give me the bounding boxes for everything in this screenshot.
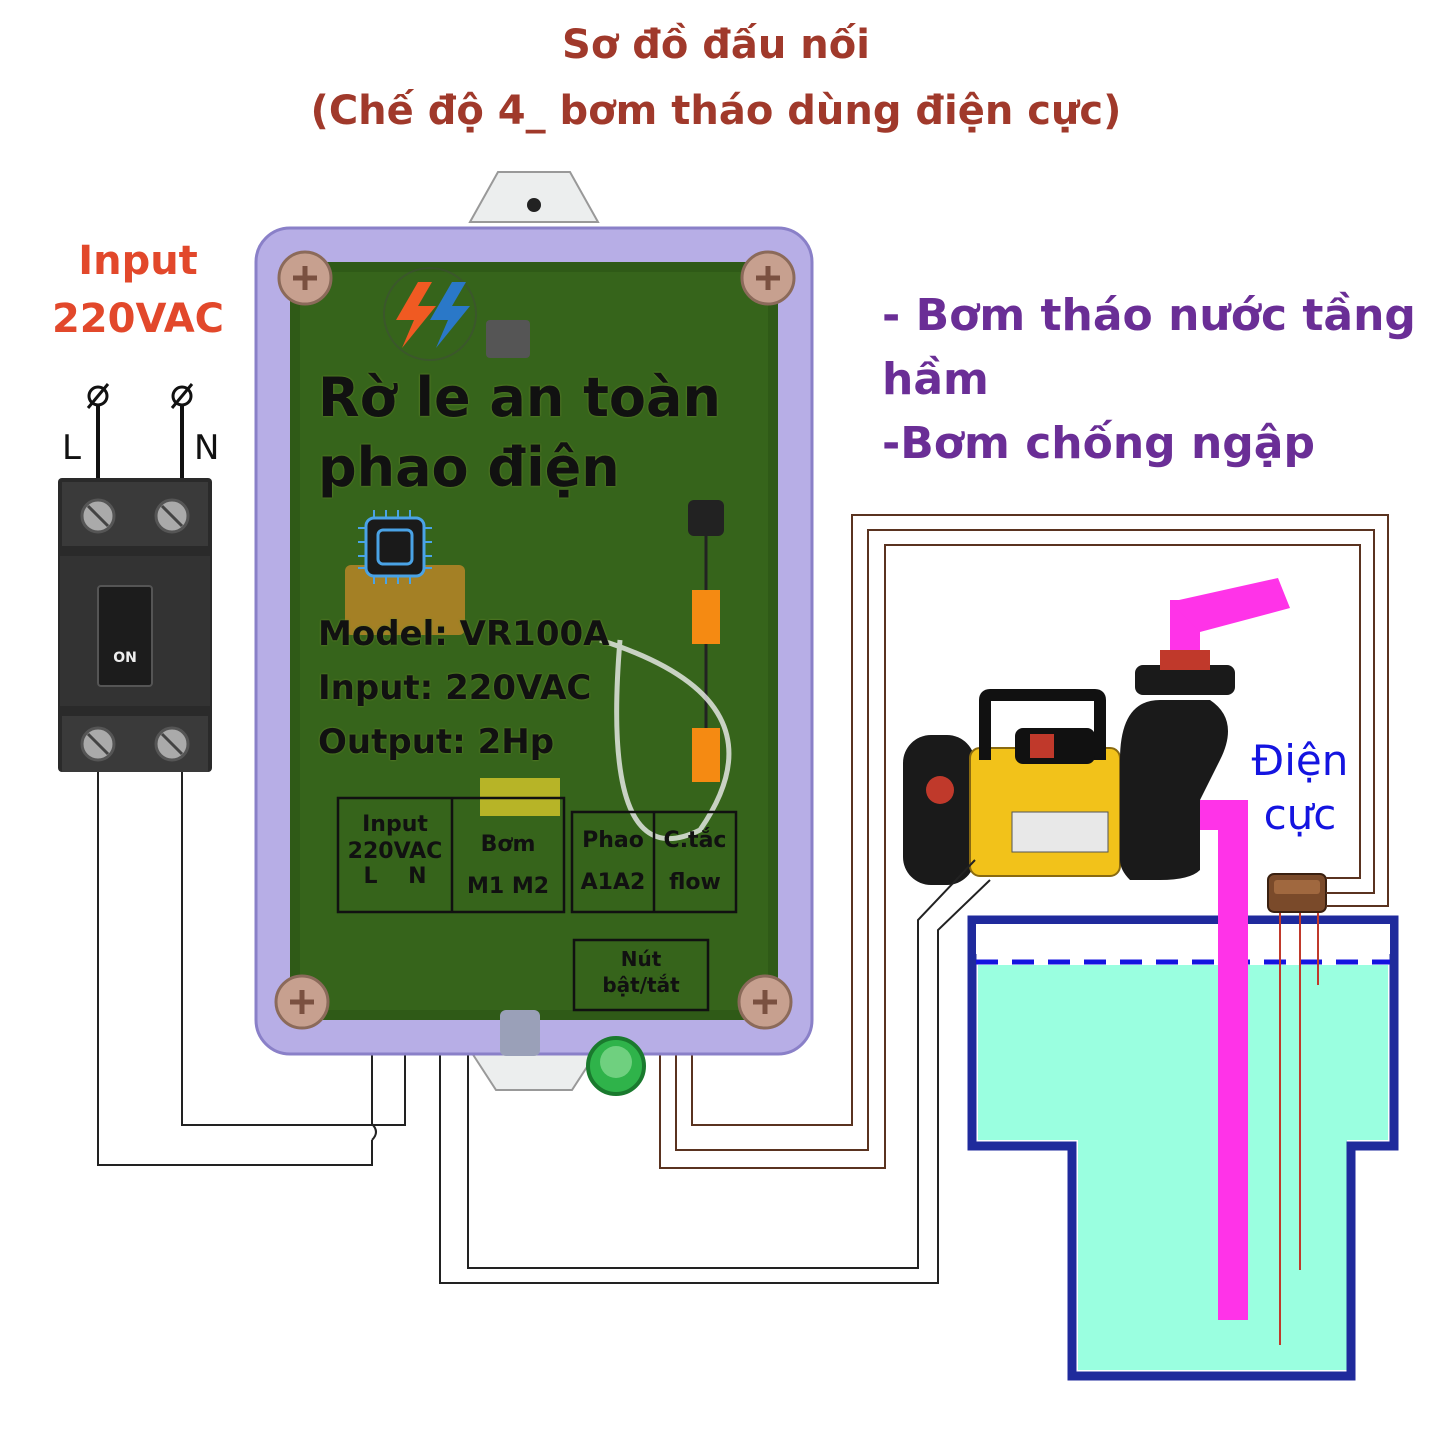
antenna-module [688, 500, 724, 536]
device-output: Output: 2Hp [318, 722, 555, 762]
water [978, 965, 1388, 1370]
pump-housing [1120, 700, 1228, 880]
discharge-pipe-elbow [1170, 578, 1290, 632]
wires-electrode [659, 514, 1389, 1169]
electrode-label-line2: cực [1263, 790, 1337, 839]
breaker-terminal-l: L [62, 428, 81, 468]
terminal-float-label: Phao A1A2 [572, 826, 654, 898]
breaker-switch-label: ON [113, 650, 137, 666]
terminal-flow-line1: C.tắc [663, 828, 727, 853]
device-input: Input: 220VAC [318, 668, 592, 708]
device-name-line2: phao điện [318, 436, 620, 499]
relay-device [254, 171, 814, 1096]
electrode-rods [1279, 905, 1319, 1345]
power-button-line1: Nút [620, 947, 662, 971]
diagram-title-line2: (Chế độ 4_ bơm tháo dùng điện cực) [310, 88, 1122, 134]
application-line2: hầm [882, 354, 989, 405]
device-model: Model: VR100A [318, 614, 610, 654]
power-button-label: Nút bật/tắt [574, 946, 708, 998]
electrode-label-line1: Điện [1251, 736, 1349, 785]
suction-pipe [1218, 800, 1248, 1320]
cable-gland [500, 1010, 540, 1056]
wires-pump [439, 859, 991, 1284]
terminal-pump-line2: M1 M2 [466, 874, 550, 899]
terminal-pump-line1: Bơm [480, 832, 536, 857]
terminal-input-line3: L N [363, 864, 427, 889]
chip-icon [358, 510, 432, 584]
input-label-line2: 220VAC [51, 296, 225, 342]
brand-logo [383, 267, 477, 361]
water-tank [967, 915, 1399, 1381]
case-screws [274, 250, 796, 1030]
power-button-line2: bật/tắt [602, 973, 680, 997]
application-line3: -Bơm chống ngập [882, 418, 1315, 469]
diagram-title-line1: Sơ đồ đấu nối [562, 22, 870, 68]
device-name-line1: Rờ le an toàn [318, 366, 721, 429]
electrode-head [1267, 873, 1327, 913]
mount-tab-top [468, 171, 600, 223]
pump-motor-cap [903, 735, 975, 885]
terminal-float-line1: Phao [582, 828, 644, 853]
terminal-float-line2: A1A2 [580, 870, 646, 895]
terminal-input-line2: 220VAC [347, 839, 443, 864]
terminal-pump-label: Bơm M1 M2 [452, 830, 564, 902]
terminal-blocks [336, 796, 738, 1012]
tank-outline [967, 915, 1399, 1381]
wires-power-input [97, 772, 406, 1166]
breaker-terminal-n: N [194, 428, 220, 468]
pump [903, 650, 1235, 885]
breaker-switch[interactable] [97, 585, 153, 687]
circuit-breaker [58, 383, 212, 772]
terminal-input-label: Input 220VAC L N [338, 810, 452, 890]
terminal-flow-line2: flow [669, 870, 721, 895]
terminal-input-line1: Input [362, 812, 428, 837]
input-label-line1: Input [78, 238, 198, 284]
terminal-flow-label: C.tắc flow [654, 826, 736, 898]
tank-rim [976, 924, 1390, 954]
application-line1: - Bơm tháo nước tầng [882, 290, 1416, 341]
